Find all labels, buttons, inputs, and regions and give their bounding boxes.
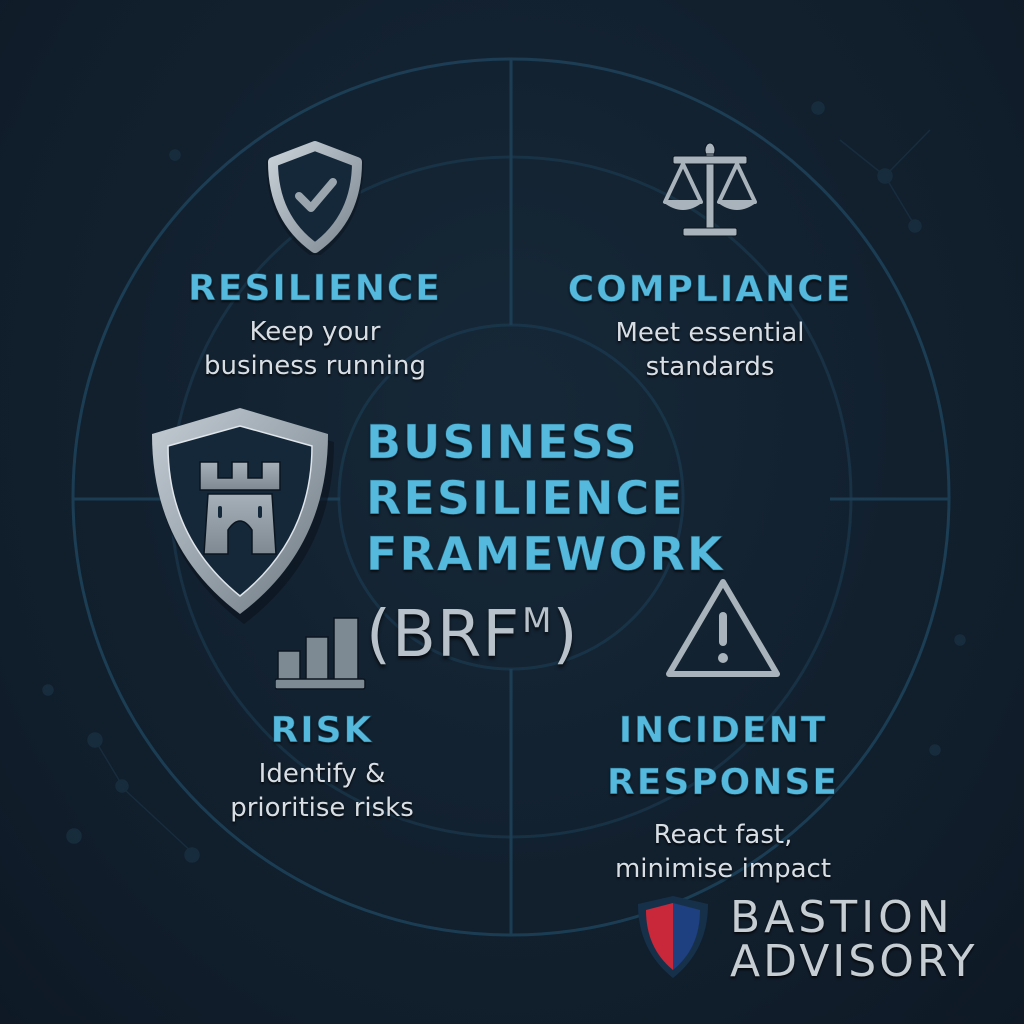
bastion-advisory-logo: BASTION ADVISORY — [636, 892, 996, 987]
framework-title: BUSINESS RESILIENCE FRAMEWORK (BRFM) — [366, 414, 926, 670]
title-acronym: (BRFM) — [366, 586, 926, 670]
warning-triangle-icon — [666, 579, 780, 677]
incident-desc-line2: minimise impact — [614, 854, 832, 884]
quadrant-compliance: COMPLIANCE Meet essential standards — [560, 140, 860, 384]
acronym-close: ) — [552, 598, 579, 672]
risk-desc-line1: Identify & — [258, 759, 386, 789]
risk-heading: RISK — [270, 710, 374, 751]
resilience-desc-line1: Keep your — [249, 317, 381, 347]
scales-icon — [663, 142, 757, 237]
castle-shield-icon — [152, 408, 334, 624]
compliance-description: Meet essential standards — [560, 316, 860, 384]
incident-description: React fast, minimise impact — [573, 818, 873, 886]
resilience-desc-line2: business running — [204, 351, 426, 381]
risk-description: Identify & prioritise risks — [172, 757, 472, 825]
incident-desc-line1: React fast, — [653, 820, 793, 850]
incident-heading: INCIDENT RESPONSE — [573, 702, 873, 812]
red-blue-shield-icon — [638, 896, 708, 978]
acronym-text: (BRF — [366, 598, 521, 672]
risk-desc-line2: prioritise risks — [230, 793, 414, 823]
network-decoration — [42, 101, 966, 863]
resilience-heading: RESILIENCE — [188, 268, 442, 309]
compliance-desc-line1: Meet essential — [615, 318, 805, 348]
logo-line1: BASTION — [730, 892, 954, 943]
logo-line2: ADVISORY — [730, 936, 978, 987]
acronym-superscript: M — [522, 601, 553, 641]
quadrant-resilience: RESILIENCE Keep your business running — [165, 140, 465, 383]
bar-chart-icon — [274, 617, 366, 690]
incident-heading-line2: RESPONSE — [607, 762, 839, 804]
incident-heading-line1: INCIDENT — [618, 710, 828, 752]
resilience-description: Keep your business running — [165, 315, 465, 383]
shield-check-icon — [266, 141, 364, 255]
quadrant-incident-response: INCIDENT RESPONSE React fast, minimise i… — [573, 576, 873, 886]
compliance-desc-line2: standards — [645, 352, 775, 382]
title-line2: FRAMEWORK — [366, 527, 725, 582]
quadrant-risk: RISK Identify & prioritise risks — [172, 615, 472, 825]
title-line1: BUSINESS RESILIENCE — [366, 415, 685, 526]
compliance-heading: COMPLIANCE — [567, 269, 853, 310]
